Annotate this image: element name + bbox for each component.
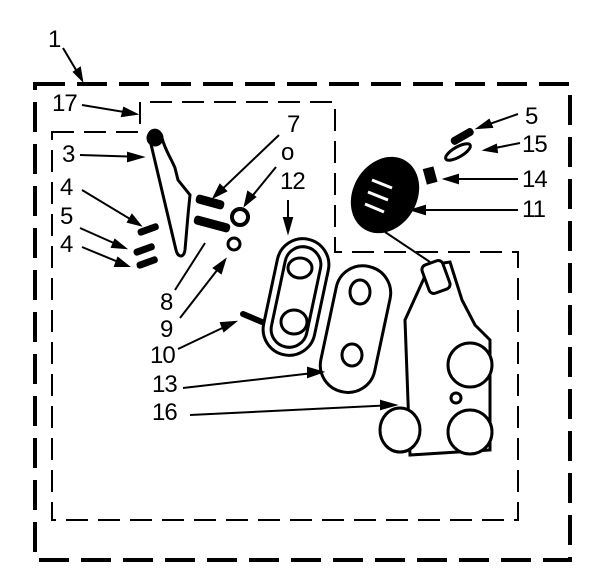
callout-5-left: 5 bbox=[60, 203, 73, 230]
callout-14: 14 bbox=[522, 166, 548, 193]
callout-12: 12 bbox=[280, 168, 306, 195]
callout-15: 15 bbox=[522, 131, 548, 158]
callout-10: 10 bbox=[150, 342, 176, 369]
part-5-14-15-hardware bbox=[422, 127, 474, 185]
callout-o: o bbox=[281, 139, 294, 166]
part-10-screw bbox=[240, 311, 265, 325]
part-3-lever bbox=[146, 128, 192, 258]
callout-16: 16 bbox=[152, 399, 178, 426]
callout-1: 1 bbox=[48, 26, 61, 53]
callout-4-lower: 4 bbox=[60, 231, 73, 258]
callout-13: 13 bbox=[152, 371, 178, 398]
outer-assembly-frame bbox=[33, 82, 572, 562]
part-13-plate bbox=[318, 264, 393, 394]
callout-9: 9 bbox=[160, 316, 173, 343]
callout-5-right: 5 bbox=[525, 103, 538, 130]
callout-17: 17 bbox=[52, 90, 78, 117]
callout-8: 8 bbox=[160, 289, 173, 316]
callout-4-upper: 4 bbox=[60, 174, 73, 201]
part-16-valve-body bbox=[378, 259, 494, 457]
part-11-cam bbox=[350, 156, 420, 234]
callout-11: 11 bbox=[522, 196, 546, 223]
leader-lines bbox=[62, 47, 521, 416]
part-7-8-9-fasteners bbox=[193, 194, 250, 252]
callout-7: 7 bbox=[287, 111, 300, 138]
inner-assembly-frame bbox=[51, 101, 519, 521]
part-4-5-pins bbox=[133, 223, 159, 269]
callout-3: 3 bbox=[62, 141, 75, 168]
part-12-gasket bbox=[261, 237, 331, 357]
